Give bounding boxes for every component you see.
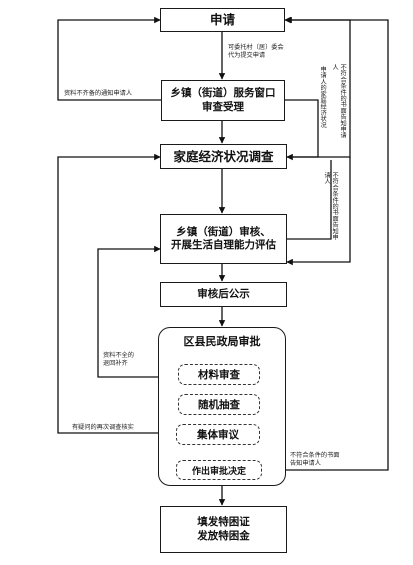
note-incomplete-notice: 资料不齐备的通知申请人: [64, 90, 133, 97]
step-township-review-line2: 开展生活自理能力评估: [171, 239, 276, 251]
step-service-window-line1: 乡镇（街道）服务窗口: [170, 87, 276, 100]
connector-window-incomplete: [57, 16, 161, 101]
connector-right-review-in: [286, 157, 351, 266]
note-reject-line1: 不符合条件的书面: [290, 452, 340, 459]
note-right-vertical-2: 申请人的家庭经济状况: [319, 66, 327, 128]
connector-dispute-recheck: [57, 153, 176, 434]
note-right-vertical-3: 不符合条件的书面告知申请人: [323, 172, 339, 241]
note-supplement: 资料不全的 退回补齐: [103, 352, 134, 369]
step-service-window-line2: 审查受理: [202, 100, 244, 113]
note-proxy-submit: 可委托村（居）委会 代为提交申请: [228, 44, 284, 61]
connector-right-review: [287, 160, 332, 240]
connector-reject-back: [262, 16, 389, 471]
step-issue-certificate: 填发特困证 发放特困金: [160, 506, 287, 553]
step-issue-line1: 填发特困证: [197, 516, 250, 529]
district-approval-title: 区县民政局审批: [183, 335, 261, 348]
note-supplement-line2: 退回补齐: [103, 360, 128, 368]
note-reject-line2: 告知申请人: [290, 460, 321, 468]
note-reject-notify: 不符合条件的书面 告知申请人: [290, 452, 340, 469]
note-proxy-line1: 可委托村（居）委会: [228, 44, 284, 51]
substep-decision: 作出审批决定: [176, 460, 262, 480]
step-township-review-line1: 乡镇（街道）审核、: [176, 225, 271, 238]
substep-collective-review: 集体审议: [176, 424, 260, 445]
step-issue-line2: 发放特困金: [197, 529, 250, 542]
substep-material-review: 材料审查: [178, 364, 260, 385]
connector-right-inner: [285, 99, 319, 161]
step-apply: 申请: [160, 8, 285, 32]
substep-spot-check: 随机抽查: [178, 394, 260, 415]
note-supplement-line1: 资料不全的: [103, 352, 134, 359]
step-household-survey: 家庭经济状况调查: [160, 144, 287, 169]
note-dispute-recheck: 有疑问的再次调查核实: [72, 424, 134, 431]
step-service-window: 乡镇（街道）服务窗口 审查受理: [161, 80, 285, 121]
note-right-vertical-1: 不符合条件的书面告知申请人: [331, 64, 347, 139]
step-township-review: 乡镇（街道）审核、 开展生活自理能力评估: [160, 214, 287, 264]
note-proxy-line2: 代为提交申请: [228, 52, 266, 60]
connector-supplement-back: [97, 245, 178, 378]
step-publicize: 审核后公示: [160, 282, 287, 307]
